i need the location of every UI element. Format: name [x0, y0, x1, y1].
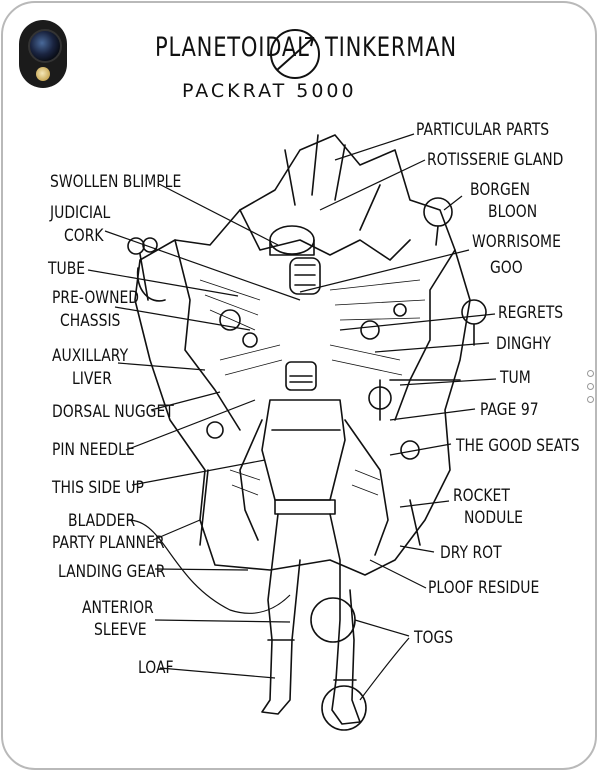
label-ploof-residue: PLOOF RESIDUE: [428, 578, 540, 598]
diagram-subtitle: PACKRAT 5000: [182, 80, 357, 102]
title-right: TINKERMAN: [325, 32, 457, 63]
label-pin-needle: PIN NEEDLE: [52, 440, 135, 460]
label-landing-gear: LANDING GEAR: [58, 562, 166, 582]
side-buttons: [587, 370, 594, 406]
label-swollen-blimple: SWOLLEN BLIMPLE: [50, 172, 182, 192]
label-sleeve: SLEEVE: [94, 620, 147, 640]
side-button: [587, 383, 594, 390]
label-this-side-up: THIS SIDE UP: [52, 478, 144, 498]
planet-icon: [270, 29, 320, 79]
label-togs: TOGS: [414, 628, 454, 648]
label-dinghy: DINGHY: [496, 334, 552, 354]
label-borgen: BORGEN: [470, 180, 531, 200]
label-auxillary: AUXILLARY: [52, 346, 129, 366]
side-button: [587, 370, 594, 377]
label-cork: CORK: [64, 226, 104, 246]
label-party-planner: PARTY PLANNER: [52, 533, 165, 553]
label-particular-parts: PARTICULAR PARTS: [416, 120, 550, 140]
label-liver: LIVER: [72, 369, 112, 389]
diagram-title: PLANETOIDAL TINKERMAN: [155, 24, 457, 84]
label-judicial: JUDICIAL: [50, 203, 111, 223]
label-page-97: PAGE 97: [480, 400, 539, 420]
label-nodule: NODULE: [464, 508, 523, 528]
label-loaf: LOAF: [138, 658, 174, 678]
label-bladder: BLADDER: [68, 511, 136, 531]
label-tube: TUBE: [48, 259, 86, 279]
label-dorsal-nugget: DORSAL NUGGET: [52, 402, 174, 422]
label-anterior: ANTERIOR: [82, 598, 154, 618]
flash-icon: [36, 67, 50, 81]
title-left: PLANETOIDAL: [155, 32, 310, 63]
label-pre-owned: PRE-OWNED: [52, 288, 140, 308]
label-regrets: REGRETS: [498, 303, 564, 323]
label-dry-rot: DRY ROT: [440, 543, 502, 563]
camera-lens-icon: [28, 29, 62, 63]
label-bloon: BLOON: [488, 202, 538, 222]
label-chassis: CHASSIS: [60, 311, 121, 331]
camera-module: [19, 20, 67, 88]
label-rocket: ROCKET: [453, 486, 510, 506]
label-worrisome: WORRISOME: [472, 232, 561, 252]
label-tum: TUM: [500, 368, 531, 388]
label-the-good-seats: THE GOOD SEATS: [456, 436, 580, 456]
label-goo: GOO: [490, 258, 523, 278]
side-button: [587, 396, 594, 403]
label-rotisserie-gland: ROTISSERIE GLAND: [427, 150, 564, 170]
